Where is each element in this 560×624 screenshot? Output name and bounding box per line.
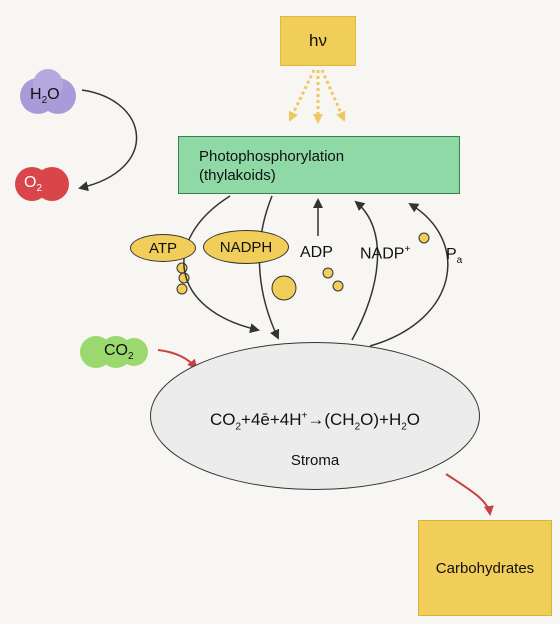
co2-label: CO2 [104, 342, 134, 363]
light-arrows [288, 69, 346, 124]
photophosphorylation-box: Photophosphorylation (thylakoids) [178, 136, 460, 194]
nadph-label: NADPH [203, 230, 289, 264]
nadph-bubbles [271, 232, 430, 301]
atp-label: ATP [130, 234, 196, 262]
co2-to-stroma-arrow [157, 349, 198, 370]
hv-light-box: hν [280, 16, 356, 66]
nadph-to-stroma-arrow [258, 195, 280, 340]
o2-molecule [15, 167, 69, 201]
adp-label: ADP [300, 244, 333, 261]
atp-to-stroma-arrow [183, 195, 260, 334]
nadp-to-photo-arrow [351, 200, 379, 341]
stroma-label: Stroma [290, 452, 340, 469]
h2o-label: H2O [30, 86, 60, 107]
pa-label: Pa [446, 246, 463, 267]
photophosphorylation-label: Photophosphorylation [199, 148, 345, 165]
co2-molecule [80, 336, 148, 368]
hv-label: hν [309, 31, 327, 50]
carbohydrates-box: Carbohydrates [418, 520, 552, 616]
nadp-label: NADP+ [360, 244, 411, 263]
pa-to-photo-arrow [369, 202, 449, 347]
carbohydrates-label: Carbohydrates [435, 559, 535, 577]
stroma-ellipse [150, 342, 480, 490]
stroma-to-carbohydrates-arrow [445, 473, 494, 516]
o2-label: O2 [24, 174, 43, 195]
h2o-molecule [20, 69, 76, 114]
atp-bubbles [176, 262, 190, 295]
stroma-equation: CO2+4ē+4H+→(CH2O)+H2O [209, 410, 421, 433]
thylakoids-label: (thylakoids) [199, 167, 276, 184]
h2o-to-o2-arrow [78, 89, 138, 192]
